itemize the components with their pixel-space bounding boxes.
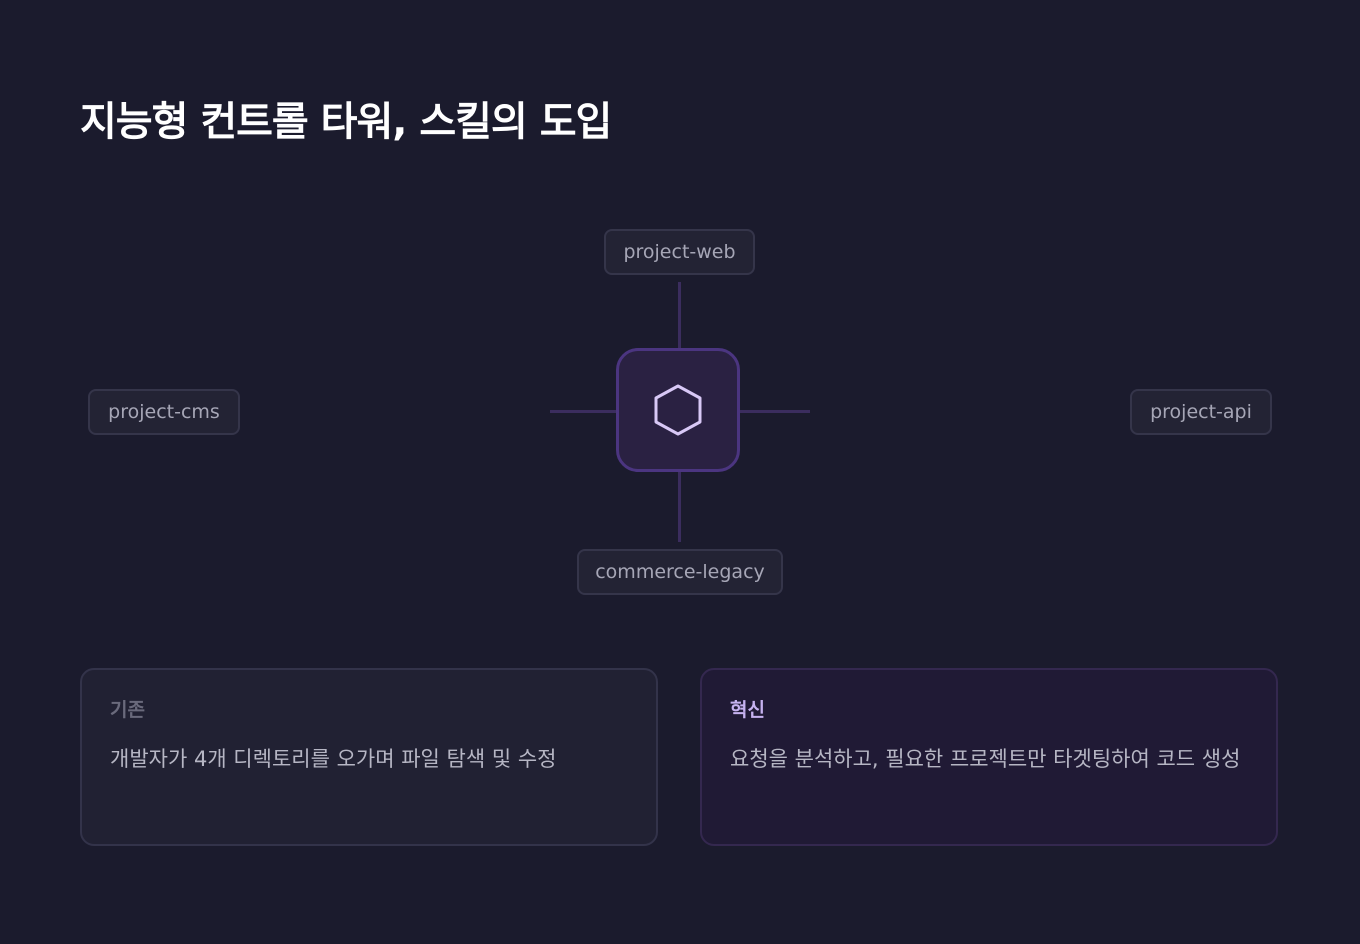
connector-left — [550, 410, 616, 413]
after-text: 요청을 분석하고, 필요한 프로젝트만 타겟팅하여 코드 생성 — [730, 747, 1241, 771]
node-project-web: project-web — [604, 229, 755, 275]
after-card: 혁신 요청을 분석하고, 필요한 프로젝트만 타겟팅하여 코드 생성 — [700, 668, 1278, 846]
node-project-cms: project-cms — [88, 389, 240, 435]
after-label: 혁신 — [730, 699, 765, 721]
connector-top — [678, 282, 681, 348]
node-commerce-legacy: commerce-legacy — [577, 549, 783, 595]
connector-bottom — [678, 472, 681, 542]
before-card: 기존 개발자가 4개 디렉토리를 오가며 파일 탐색 및 수정 — [80, 668, 658, 846]
hexagon-icon — [654, 384, 702, 436]
page-title: 지능형 컨트롤 타워, 스킬의 도입 — [80, 99, 612, 145]
before-label: 기존 — [110, 699, 145, 721]
connector-right — [740, 410, 810, 413]
node-project-api: project-api — [1130, 389, 1272, 435]
skill-hub — [616, 348, 740, 472]
before-text: 개발자가 4개 디렉토리를 오가며 파일 탐색 및 수정 — [110, 747, 557, 771]
